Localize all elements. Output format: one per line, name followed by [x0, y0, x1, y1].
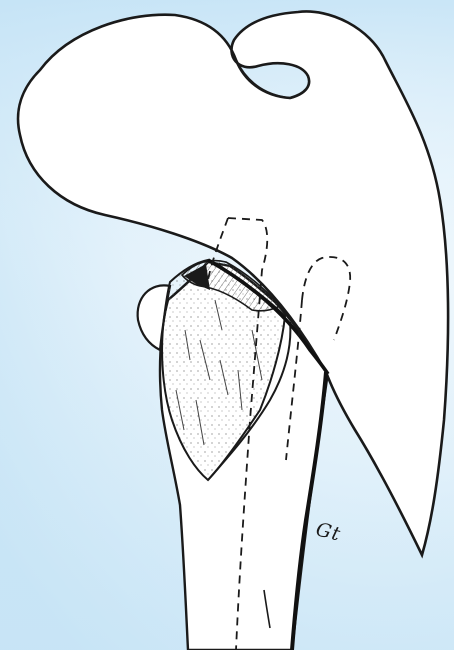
- figure-canvas: Gt: [0, 0, 454, 650]
- humerus-fracture-drawing: [0, 0, 454, 650]
